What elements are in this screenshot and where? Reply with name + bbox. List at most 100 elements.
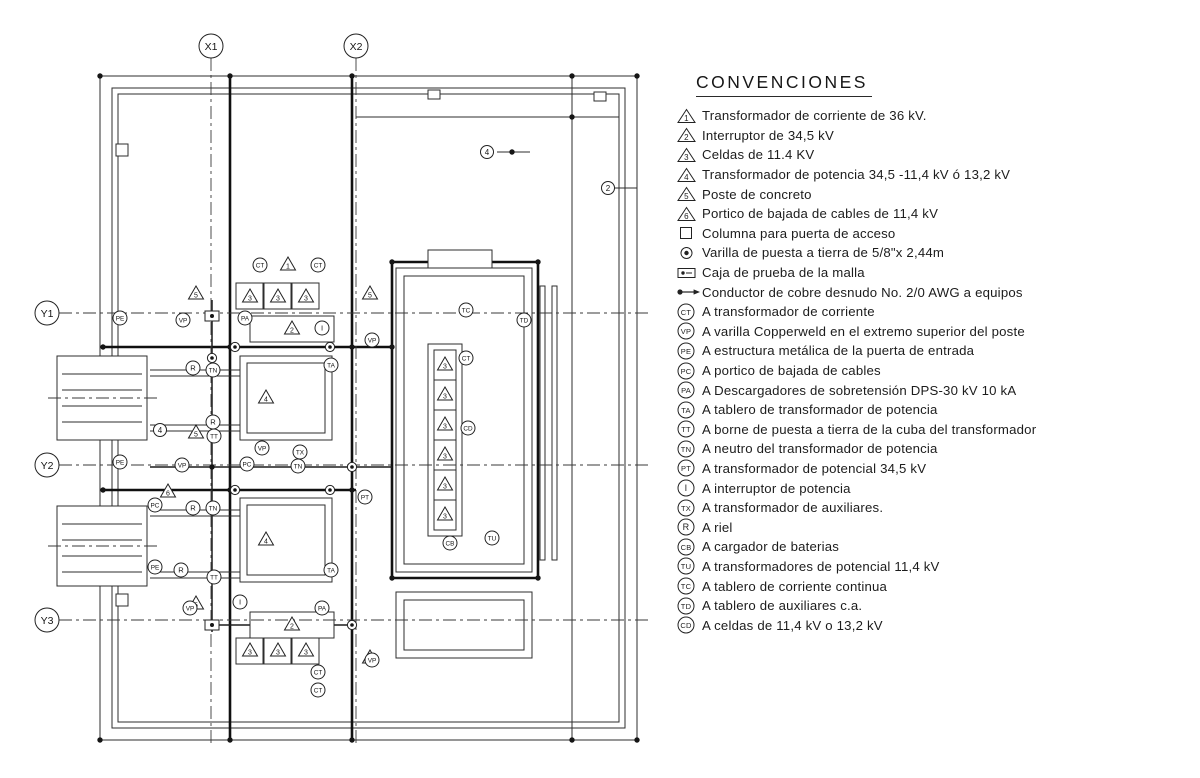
- tag-TA-symbol: TA: [676, 401, 702, 419]
- equipment-triangle-5: [187, 423, 205, 439]
- junction-node: [634, 737, 640, 743]
- triangle-4-icon: [677, 167, 696, 182]
- tag-label: VP: [178, 462, 187, 469]
- tag-code: TT: [681, 425, 691, 434]
- tag-PC-symbol: PC: [676, 362, 702, 380]
- tag-label: I: [321, 323, 323, 332]
- tag-PC-icon: [677, 362, 695, 380]
- site-boundary: [99, 75, 638, 741]
- equipment-triangle-3: [436, 385, 454, 401]
- conductor-tag-TD: [516, 312, 532, 328]
- legend-item: TD A tablero de auxiliares c.a.: [676, 596, 1196, 616]
- rod-icon: [680, 246, 693, 259]
- junction-node: [100, 344, 106, 350]
- conductor-tag-PE: [147, 559, 163, 575]
- conductor-tag-VP: [175, 312, 191, 328]
- tag-label: TA: [327, 362, 335, 369]
- conductor-tag-TT: [206, 569, 222, 585]
- tag-PA-icon: [677, 381, 695, 399]
- legend-item-text: Caja de prueba de la malla: [702, 265, 865, 281]
- legend-item: I A interruptor de potencia: [676, 478, 1196, 498]
- tag-label: R: [190, 363, 196, 372]
- tag-code: TU: [681, 562, 691, 571]
- tag-TU-symbol: TU: [676, 557, 702, 575]
- legend-item-text: A varilla Copperweld en el extremo super…: [702, 323, 1025, 339]
- triangle-number: 1: [286, 264, 290, 271]
- rails: [150, 369, 240, 579]
- mesh-test-box-dot: [210, 314, 214, 318]
- control-building: [395, 249, 533, 573]
- axis-label: Y3: [41, 615, 54, 627]
- tag-TD-icon: [677, 597, 695, 615]
- junction-node: [569, 737, 575, 743]
- conductor-tag-PC: [239, 456, 255, 472]
- legend-item-text: A tablero de auxiliares c.a.: [702, 598, 863, 614]
- conductor-tag-TU: [484, 530, 500, 546]
- legend-item-text: A estructura metálica de la puerta de en…: [702, 343, 975, 359]
- equipment-triangle-3: [436, 415, 454, 431]
- axis-label: X2: [350, 41, 363, 53]
- equipment-triangle-5: [361, 284, 379, 300]
- triangle-number: 3: [684, 153, 689, 162]
- tag-code: I: [685, 483, 688, 493]
- ground-rod-dot: [328, 345, 332, 349]
- triangle-number: 5: [194, 293, 198, 300]
- triangle-symbol: 5: [676, 186, 702, 202]
- equipment-triangle-4: [257, 530, 275, 546]
- gate-columns: [115, 89, 607, 607]
- tag-TT-symbol: TT: [676, 420, 702, 438]
- square-icon: [680, 227, 692, 240]
- callout-number-label: 4: [485, 148, 490, 157]
- conductor-symbol: [676, 284, 702, 300]
- bus-strip: [551, 285, 558, 561]
- junction-node: [349, 737, 355, 743]
- junction-node: [100, 487, 106, 493]
- tag-code: PA: [681, 386, 691, 395]
- axis-label: Y1: [41, 308, 54, 320]
- junction-node: [227, 73, 233, 79]
- tag-code: PT: [681, 464, 691, 473]
- tag-CB-icon: [677, 538, 695, 556]
- testbox-icon: [677, 267, 696, 278]
- tag-code: CT: [681, 308, 692, 317]
- junction-node: [349, 344, 355, 350]
- legend-item-text: A interruptor de potencia: [702, 480, 851, 496]
- equipment-triangle-3: [297, 287, 315, 303]
- legend-item: Caja de prueba de la malla: [676, 263, 1196, 283]
- bus-strips: [539, 285, 558, 561]
- conductor-tag-PE: [112, 310, 128, 326]
- triangle-number: 4: [264, 397, 268, 404]
- tag-code: R: [683, 522, 690, 532]
- triangle-number: 3: [443, 484, 447, 491]
- triangle-number: 3: [443, 364, 447, 371]
- tag-I-symbol: I: [676, 479, 702, 497]
- callout-number: [601, 181, 615, 195]
- ground-rod-dot: [350, 623, 354, 627]
- tag-code: VP: [681, 327, 691, 336]
- legend-item-text: Poste de concreto: [702, 186, 812, 202]
- tag-label: TU: [488, 535, 497, 542]
- legend-item-text: A tablero de transformador de potencia: [702, 402, 938, 418]
- triangle-number: 5: [368, 293, 372, 300]
- conductor-tag-R: [185, 360, 201, 376]
- conductor-tag-CD: [460, 420, 476, 436]
- tag-CB-symbol: CB: [676, 538, 702, 556]
- tag-TT-icon: [677, 420, 695, 438]
- tag-code: TN: [681, 445, 691, 454]
- triangle-number: 6: [684, 212, 689, 221]
- tag-code: TD: [681, 602, 692, 611]
- conductor-tag-TN: [205, 500, 221, 516]
- equipment-triangle-3: [436, 355, 454, 371]
- conductor-dot: [677, 289, 683, 295]
- bus-strip: [539, 285, 546, 561]
- triangle-number: 3: [304, 296, 308, 303]
